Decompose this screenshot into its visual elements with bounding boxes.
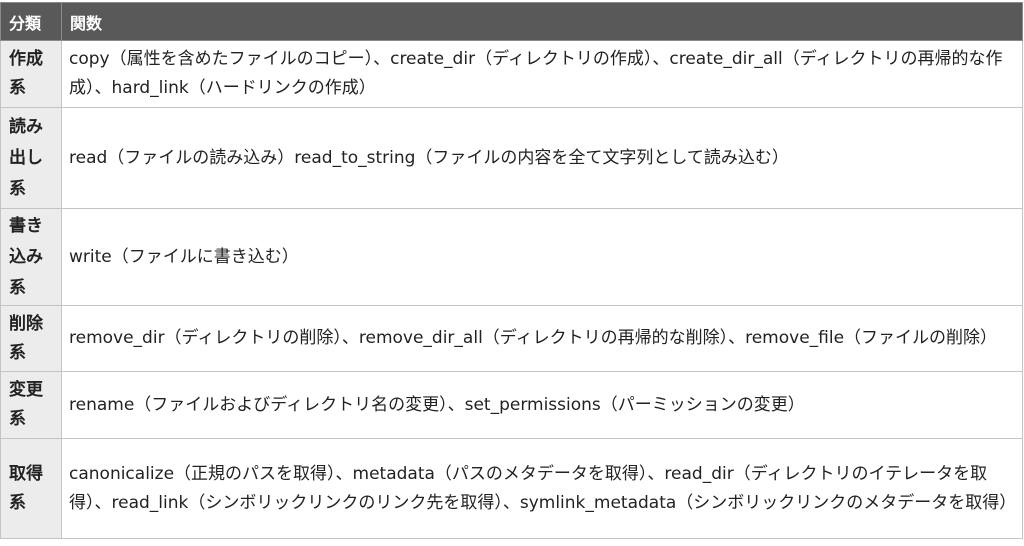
header-category: 分類 (0, 2, 62, 41)
category-cell: 削除系 (0, 305, 62, 372)
table-row: 削除系 remove_dir（ディレクトリの削除）、remove_dir_all… (0, 305, 1023, 372)
table-row: 取得系 canonicalize（正規のパスを取得）、metadata（パスのメ… (0, 438, 1023, 539)
category-cell: 書き込み系 (0, 208, 62, 306)
functions-cell: write（ファイルに書き込む） (61, 208, 1023, 306)
table-row: 読み出し系 read（ファイルの読み込み）read_to_string（ファイル… (0, 107, 1023, 209)
table-row: 変更系 rename（ファイルおよびディレクトリ名の変更）、set_permis… (0, 371, 1023, 439)
category-cell: 取得系 (0, 438, 62, 539)
functions-cell: canonicalize（正規のパスを取得）、metadata（パスのメタデータ… (61, 438, 1023, 539)
functions-cell: remove_dir（ディレクトリの削除）、remove_dir_all（ディレ… (61, 305, 1023, 372)
functions-cell: read（ファイルの読み込み）read_to_string（ファイルの内容を全て… (61, 107, 1023, 209)
category-cell: 作成系 (0, 40, 62, 108)
table-header-row: 分類 関数 (0, 2, 1023, 41)
header-functions: 関数 (61, 2, 1023, 41)
functions-cell: copy（属性を含めたファイルのコピー）、create_dir（ディレクトリの作… (61, 40, 1023, 108)
table-row: 作成系 copy（属性を含めたファイルのコピー）、create_dir（ディレク… (0, 40, 1023, 108)
category-cell: 読み出し系 (0, 107, 62, 209)
table-row: 書き込み系 write（ファイルに書き込む） (0, 208, 1023, 306)
functions-cell: rename（ファイルおよびディレクトリ名の変更）、set_permission… (61, 371, 1023, 439)
category-cell: 変更系 (0, 371, 62, 439)
